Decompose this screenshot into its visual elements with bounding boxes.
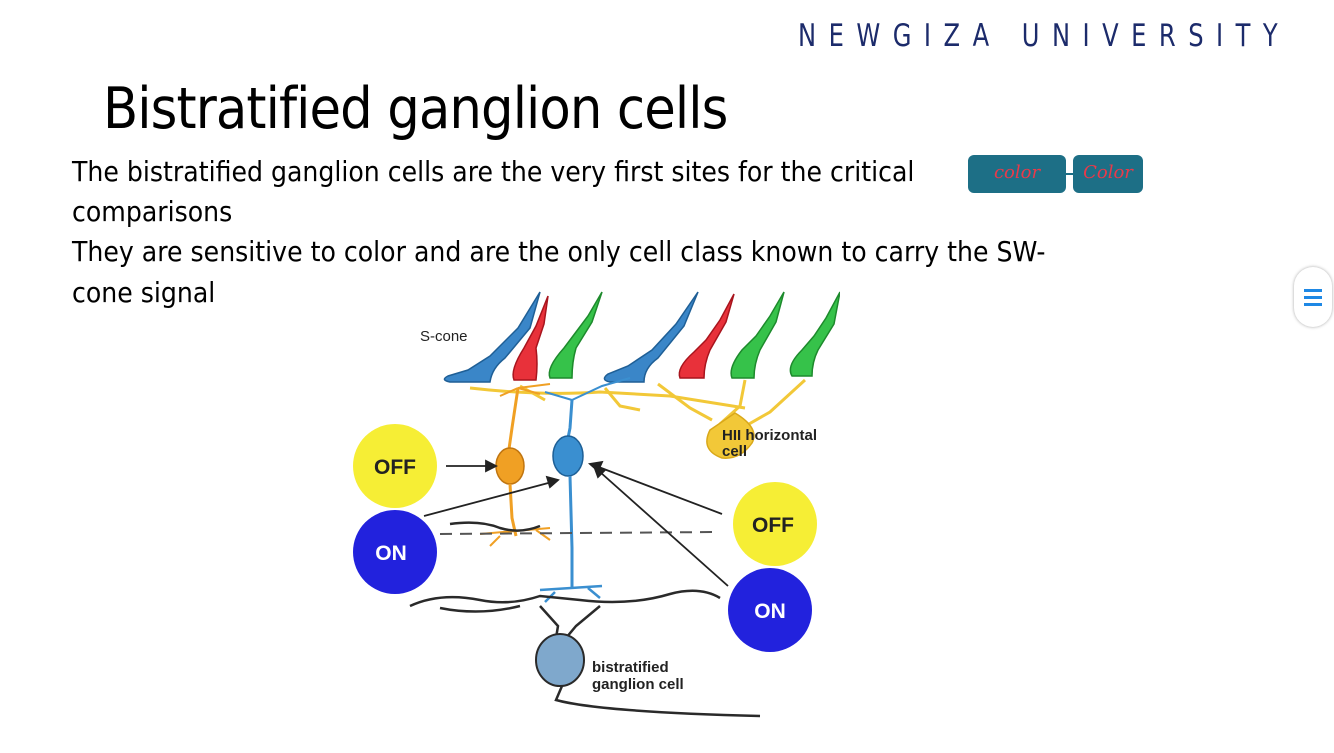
off-disc-right	[733, 482, 817, 566]
ganglion-label-line2: ganglion cell	[592, 676, 684, 693]
university-brand: NEWGIZA UNIVERSITY	[798, 18, 1291, 54]
body-line-2: comparisons	[72, 195, 233, 228]
l-cone-1	[512, 295, 549, 381]
m-cone-3	[789, 291, 840, 377]
on-disc-right	[728, 568, 812, 652]
l-cone-2	[678, 293, 735, 379]
s-cone-label: S-cone	[420, 328, 468, 345]
s-cone-1	[443, 291, 541, 383]
highlight-annotation-2: Color	[1073, 155, 1143, 193]
connection-arrows	[423, 459, 729, 587]
cone-row	[443, 291, 840, 383]
retina-circuit-diagram: OFF ON OFF ON S-cone HII horizontal cell…	[353, 291, 840, 718]
horizontal-cell	[469, 378, 807, 459]
ganglion-label-line1: bistratified	[592, 659, 669, 676]
hamburger-icon	[1304, 287, 1322, 308]
on-disc-left	[353, 510, 437, 594]
highlight-connector	[1066, 173, 1073, 175]
slide-title: Bistratified ganglion cells	[103, 76, 728, 142]
on-label-left: ON	[375, 542, 407, 565]
off-label-left: OFF	[374, 456, 416, 479]
on-bipolar-cell	[539, 377, 631, 603]
off-label-right: OFF	[752, 514, 794, 537]
stratum-boundary	[439, 531, 721, 535]
hii-horizontal-cell-body	[706, 412, 755, 459]
body-line-4: cone signal	[72, 276, 216, 309]
body-line-1: The bistratified ganglion cells are the …	[72, 155, 915, 188]
highlight-annotation-1: color	[968, 155, 1066, 193]
m-cone-2	[730, 291, 785, 379]
bistratified-ganglion-cell	[409, 521, 761, 718]
s-cone-2	[603, 291, 699, 383]
menu-button[interactable]	[1294, 267, 1332, 327]
hii-label-line1: HII horizontal	[722, 427, 817, 444]
off-disc-left	[353, 424, 437, 508]
hii-label-line2: cell	[722, 443, 747, 460]
on-label-right: ON	[754, 600, 786, 623]
m-cone-1	[548, 291, 603, 379]
body-line-3: They are sensitive to color and are the …	[72, 235, 1046, 268]
